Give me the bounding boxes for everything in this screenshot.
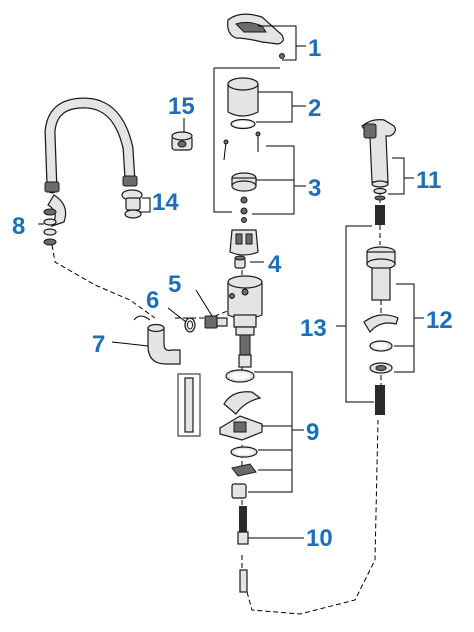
- hose-connector: [43, 194, 67, 246]
- lever-handle: [227, 13, 285, 59]
- cartridge-assembly: [223, 131, 261, 256]
- callout-4: 4: [268, 251, 282, 278]
- callout-8: 8: [12, 213, 25, 240]
- supply-hose: [237, 506, 249, 593]
- callout-9: 9: [306, 419, 319, 446]
- spray-hose-ends: [375, 205, 385, 415]
- mounting-bolt-bracket: [177, 373, 201, 437]
- faucet-body: [227, 275, 263, 368]
- callout-14: 14: [152, 189, 179, 216]
- cap: [227, 77, 259, 130]
- spout-hose: [44, 97, 138, 194]
- set-screw: [234, 255, 246, 269]
- callout-15: 15: [168, 93, 195, 120]
- callouts: 1 2 3 4 5 6 7 8 9 10 11 12 13 14 15: [12, 35, 453, 552]
- callout-11: 11: [416, 167, 441, 194]
- callout-12: 12: [426, 307, 453, 334]
- side-spray: [361, 119, 396, 201]
- spray-holder: [363, 246, 399, 374]
- leader-lines: [38, 25, 424, 539]
- aerator-part: [171, 131, 193, 151]
- callout-13: 13: [300, 315, 327, 342]
- callout-3: 3: [308, 175, 321, 202]
- spray-head-adapter: [121, 189, 143, 219]
- diverter-fitting: [184, 315, 228, 333]
- callout-1: 1: [308, 35, 321, 62]
- elbow-connector: [133, 315, 181, 365]
- callout-7: 7: [92, 331, 105, 358]
- mounting-hardware: [219, 369, 263, 499]
- callout-6: 6: [146, 287, 159, 314]
- callout-10: 10: [306, 525, 333, 552]
- callout-5: 5: [168, 271, 181, 298]
- callout-2: 2: [308, 95, 321, 122]
